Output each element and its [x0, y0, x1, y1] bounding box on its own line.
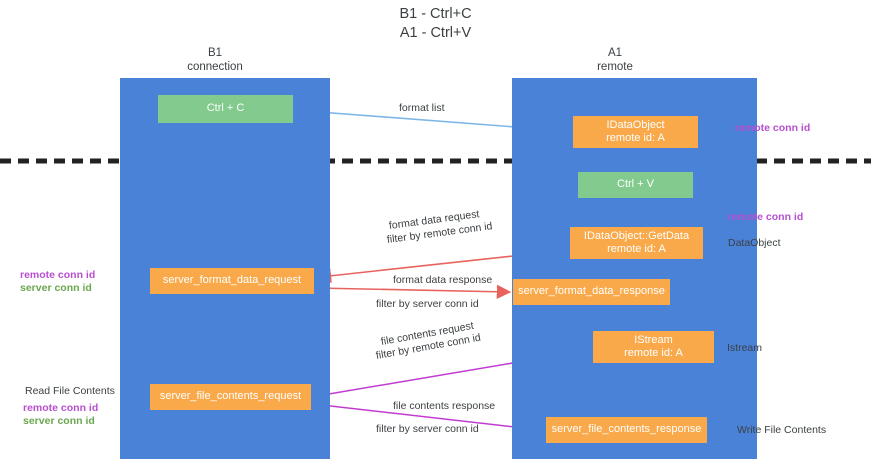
label-format-list: format list — [399, 102, 445, 114]
column-header-b1: B1 connection — [160, 46, 270, 74]
label-format-data-response-filter: filter by server conn id — [376, 297, 479, 311]
node-server-format-data-request-label: server_format_data_request — [162, 274, 302, 287]
node-istream-sub: remote id: A — [624, 347, 683, 359]
node-ctrl-v[interactable]: Ctrl + V — [578, 172, 693, 198]
node-server-file-contents-request[interactable]: server_file_contents_request — [150, 384, 311, 410]
label-left-remote-conn-id-a: remote conn id — [20, 269, 96, 281]
title-line-1: B1 - Ctrl+C — [399, 6, 472, 22]
column-header-b1-name: B1 — [207, 47, 223, 59]
node-server-file-contents-request-label: server_file_contents_request — [159, 390, 302, 403]
label-file-contents-response: file contents response — [393, 400, 496, 412]
node-ctrl-c-label: Ctrl + C — [206, 102, 245, 115]
node-istream[interactable]: IStream remote id: A — [593, 331, 714, 363]
node-ctrl-v-label: Ctrl + V — [617, 178, 654, 191]
label-dataobject-right: DataObject — [728, 237, 781, 249]
node-istream-label: IStream — [634, 333, 673, 346]
label-left-server-conn-id-a: server conn id — [20, 282, 92, 294]
label-remote-conn-id-top: remote conn id — [735, 122, 811, 134]
node-server-file-contents-response-label: server_file_contents_response — [551, 423, 702, 436]
label-format-data-response: format data response — [393, 274, 493, 286]
node-idataobject[interactable]: IDataObject remote id: A — [573, 116, 698, 148]
filter-prefix: filter by — [386, 229, 425, 246]
filter-prefix-2: filter by — [376, 298, 413, 310]
node-idataobject-sub: remote id: A — [606, 132, 665, 144]
label-remote-conn-id-mid: remote conn id — [728, 211, 804, 223]
node-idataobject-getdata-label: IDataObject::GetData — [583, 229, 690, 242]
node-idataobject-getdata-sub: remote id: A — [607, 243, 666, 255]
filter-prefix-3: filter by — [374, 343, 414, 362]
label-write-file-contents: Write File Contents — [737, 424, 827, 436]
label-istream-right: Istream — [727, 342, 763, 354]
label-left-remote-conn-id-b: remote conn id — [23, 402, 99, 414]
page-title: B1 - Ctrl+C A1 - Ctrl+V — [0, 5, 871, 43]
node-idataobject-label: IDataObject — [606, 118, 665, 131]
node-server-file-contents-response[interactable]: server_file_contents_response — [546, 417, 707, 443]
label-read-file-contents: Read File Contents — [25, 385, 115, 397]
filter-prefix-4: filter by — [376, 423, 413, 435]
label-file-contents-response-filter: filter by server conn id — [376, 422, 479, 436]
filter-server-conn-id-2: server conn id — [412, 423, 479, 435]
label-left-server-conn-id-b: server conn id — [23, 415, 95, 427]
column-header-a1: A1 remote — [560, 46, 670, 74]
column-header-b1-role: connection — [187, 61, 243, 73]
node-server-format-data-request[interactable]: server_format_data_request — [150, 268, 314, 294]
node-ctrl-c[interactable]: Ctrl + C — [158, 95, 293, 123]
node-server-format-data-response-label: server_format_data_response — [518, 285, 665, 298]
column-header-a1-name: A1 — [607, 47, 623, 59]
node-server-format-data-response[interactable]: server_format_data_response — [513, 279, 670, 305]
node-idataobject-getdata[interactable]: IDataObject::GetData remote id: A — [570, 227, 703, 259]
filter-server-conn-id: server conn id — [412, 298, 479, 310]
title-line-2: A1 - Ctrl+V — [399, 25, 472, 41]
column-header-a1-role: remote — [597, 61, 633, 73]
